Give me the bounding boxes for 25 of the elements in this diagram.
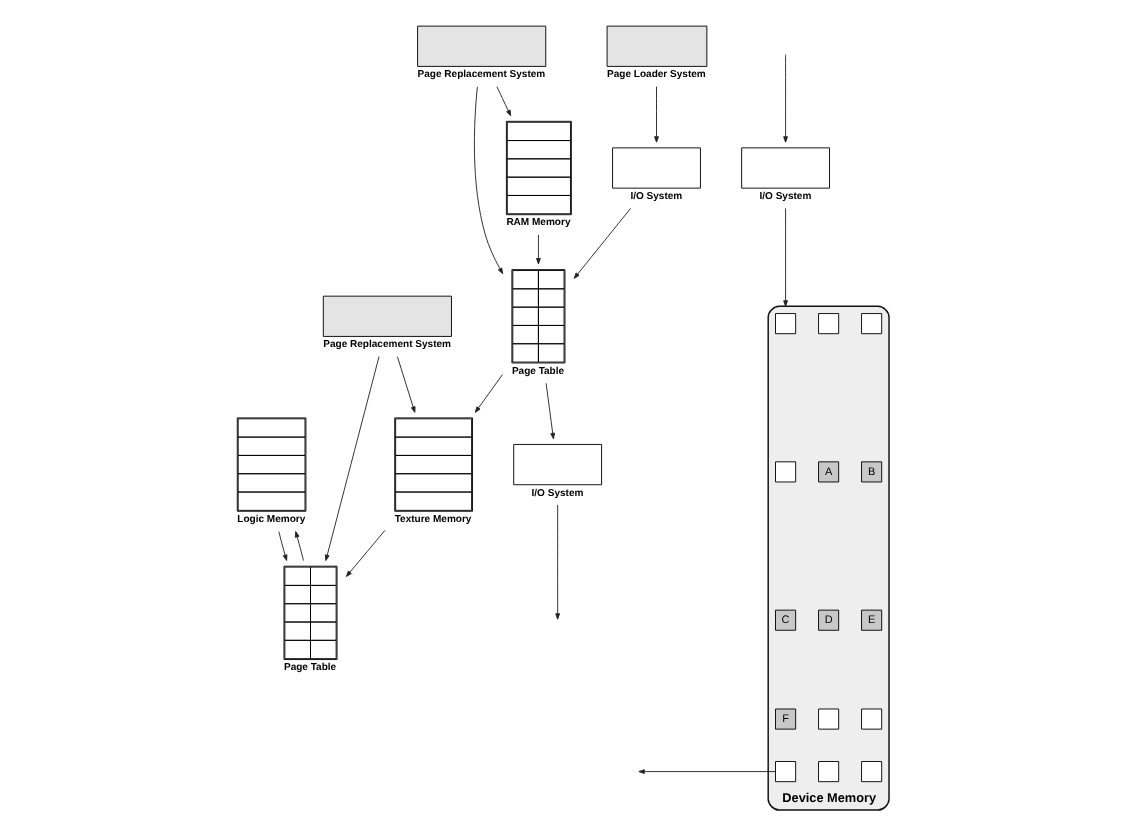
node-box [860, 313, 882, 335]
arrow [344, 529, 385, 577]
arrow [472, 86, 503, 275]
arrow [544, 382, 555, 440]
node-box [817, 761, 839, 783]
arrow [293, 531, 303, 561]
arrow [653, 86, 658, 143]
arrow [323, 356, 379, 562]
arrow [782, 54, 787, 143]
node-box [774, 461, 796, 483]
arrow [535, 234, 540, 265]
arrow [473, 374, 502, 413]
node-box [817, 313, 839, 335]
arrow [495, 86, 511, 117]
arrow [637, 769, 775, 774]
arrow [395, 356, 415, 413]
arrow [277, 531, 287, 561]
node-box [860, 761, 882, 783]
arrow [554, 504, 560, 620]
node-box [860, 708, 882, 730]
arrow [782, 207, 787, 307]
node-box [774, 761, 796, 783]
arrow [572, 207, 631, 279]
node-box [774, 313, 796, 335]
node-box [817, 708, 839, 730]
